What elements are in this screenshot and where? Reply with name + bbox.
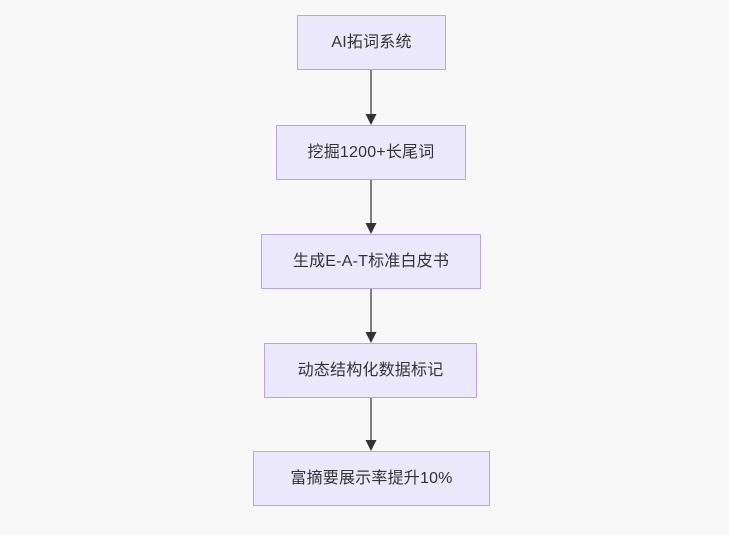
- arrow-icon: [365, 398, 377, 451]
- connector-node-4-to-node-5: [360, 398, 382, 451]
- flowchart-node-generate-eat-whitepaper[interactable]: 生成E-A-T标准白皮书: [261, 234, 481, 289]
- flowchart-node-mine-longtail-keywords[interactable]: 挖掘1200+长尾词: [276, 125, 466, 180]
- arrow-icon: [365, 180, 377, 234]
- connector-node-3-to-node-4: [360, 289, 382, 343]
- flowchart-node-label: AI拓词系统: [331, 33, 412, 51]
- arrow-icon: [365, 70, 377, 125]
- flowchart-node-label: 挖掘1200+长尾词: [307, 143, 435, 161]
- flowchart-node-label: 生成E-A-T标准白皮书: [292, 252, 450, 270]
- connector-node-1-to-node-2: [360, 70, 382, 125]
- flowchart-node-rich-snippet-rate-increase[interactable]: 富摘要展示率提升10%: [253, 451, 490, 506]
- arrow-icon: [365, 289, 377, 343]
- flowchart-node-label: 富摘要展示率提升10%: [290, 469, 453, 487]
- flowchart-node-label: 动态结构化数据标记: [297, 361, 444, 379]
- connector-node-2-to-node-3: [360, 180, 382, 234]
- flowchart-node-dynamic-structured-data-markup[interactable]: 动态结构化数据标记: [264, 343, 477, 398]
- flowchart-node-ai-keyword-system[interactable]: AI拓词系统: [297, 15, 446, 70]
